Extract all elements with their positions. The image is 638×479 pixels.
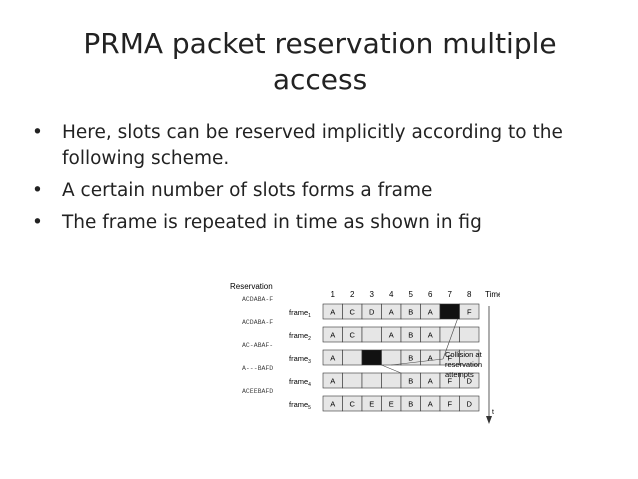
slot-letter: A (428, 377, 433, 386)
frame-label: frame3 (289, 354, 311, 365)
slot-number: 2 (350, 290, 355, 299)
slot-letter: B (408, 377, 413, 386)
slot-cell (459, 395, 480, 412)
bullet-dot-icon: • (32, 212, 43, 233)
slot-cell (342, 372, 363, 389)
slot-letter: F (447, 377, 452, 386)
collision-pointer-line (381, 364, 402, 374)
slot-letter: A (428, 400, 433, 409)
slot-letter: E (369, 400, 374, 409)
slide-title: PRMA packet reservation multiple access (40, 26, 600, 98)
slot-letter: D (369, 308, 375, 317)
reservation-code: ACDABA-F (242, 319, 273, 326)
slot-cell (459, 349, 480, 366)
slot-number: 8 (467, 290, 472, 299)
slot-cell (459, 303, 480, 320)
bullet-item: • Here, slots can be reserved implicitly… (30, 120, 630, 172)
slot-number: 7 (448, 290, 453, 299)
reservation-code: A---BAFD (242, 365, 273, 372)
slot-letter: A (330, 354, 335, 363)
slot-letter: C (350, 331, 356, 340)
slot-letter: F (467, 308, 472, 317)
slot-cell (381, 349, 402, 366)
frame-label: frame2 (289, 331, 311, 342)
collision-slot (361, 349, 382, 366)
slot-letter: A (330, 331, 335, 340)
slot-letter: D (467, 377, 473, 386)
slot-cell (381, 372, 402, 389)
slot-letter: F (447, 354, 452, 363)
slot-cell (459, 372, 480, 389)
slot-letter: A (330, 400, 335, 409)
collision-pointer-line (391, 358, 444, 366)
slot-cell (361, 326, 382, 343)
slot-letter: A (330, 308, 335, 317)
bullet-item: • A certain number of slots forms a fram… (30, 178, 630, 204)
reservation-heading: Reservation (230, 282, 273, 291)
slot-letter: F (447, 400, 452, 409)
title-line-2: access (272, 63, 368, 96)
bullet-list: • Here, slots can be reserved implicitly… (30, 120, 630, 242)
slot-number: 3 (370, 290, 375, 299)
slot-letter: B (408, 400, 413, 409)
slot-number: 5 (409, 290, 414, 299)
slot-letter: A (428, 331, 433, 340)
slot-letter: A (428, 308, 433, 317)
title-line-1: PRMA packet reservation multiple (83, 27, 557, 60)
slot-letter: A (389, 331, 394, 340)
slot-letter: B (408, 308, 413, 317)
reservation-code: ACEEBAFD (242, 388, 273, 395)
slot-letter: A (428, 354, 433, 363)
slot-letter: B (408, 331, 413, 340)
bullet-text: Here, slots can be reserved implicitly a… (62, 122, 563, 169)
bullet-dot-icon: • (32, 122, 43, 143)
reservation-code: AC-ABAF- (242, 342, 273, 349)
collision-label: attempts (445, 370, 474, 379)
timeslot-label: Time-slot (485, 290, 500, 299)
bullet-text: A certain number of slots forms a frame (62, 180, 433, 201)
slot-letter: B (408, 354, 413, 363)
bullet-dot-icon: • (32, 180, 43, 201)
frame-label: frame4 (289, 377, 311, 388)
slot-number: 4 (389, 290, 394, 299)
collision-pointer-line (442, 318, 458, 360)
collision-label: Collision at (445, 350, 483, 359)
time-label: t (492, 409, 494, 416)
time-arrow-head-icon (486, 416, 492, 424)
slot-letter: D (467, 400, 473, 409)
slot-cell (361, 372, 382, 389)
slot-cell (342, 349, 363, 366)
bullet-text: The frame is repeated in time as shown i… (62, 212, 482, 233)
reservation-code: ACDABA-F (242, 296, 273, 303)
frame-label: frame5 (289, 400, 311, 411)
slot-letter: A (389, 308, 394, 317)
slot-number: 1 (331, 290, 336, 299)
slot-letter: E (389, 400, 394, 409)
slot-letter: C (350, 400, 356, 409)
slot-cell (459, 326, 480, 343)
frame-label: frame1 (289, 308, 311, 319)
slot-number: 6 (428, 290, 433, 299)
slot-letter: A (330, 377, 335, 386)
collision-label: reservation (445, 360, 482, 369)
slot-letter: C (350, 308, 356, 317)
bullet-item: • The frame is repeated in time as shown… (30, 210, 630, 236)
collision-slot (439, 303, 460, 320)
